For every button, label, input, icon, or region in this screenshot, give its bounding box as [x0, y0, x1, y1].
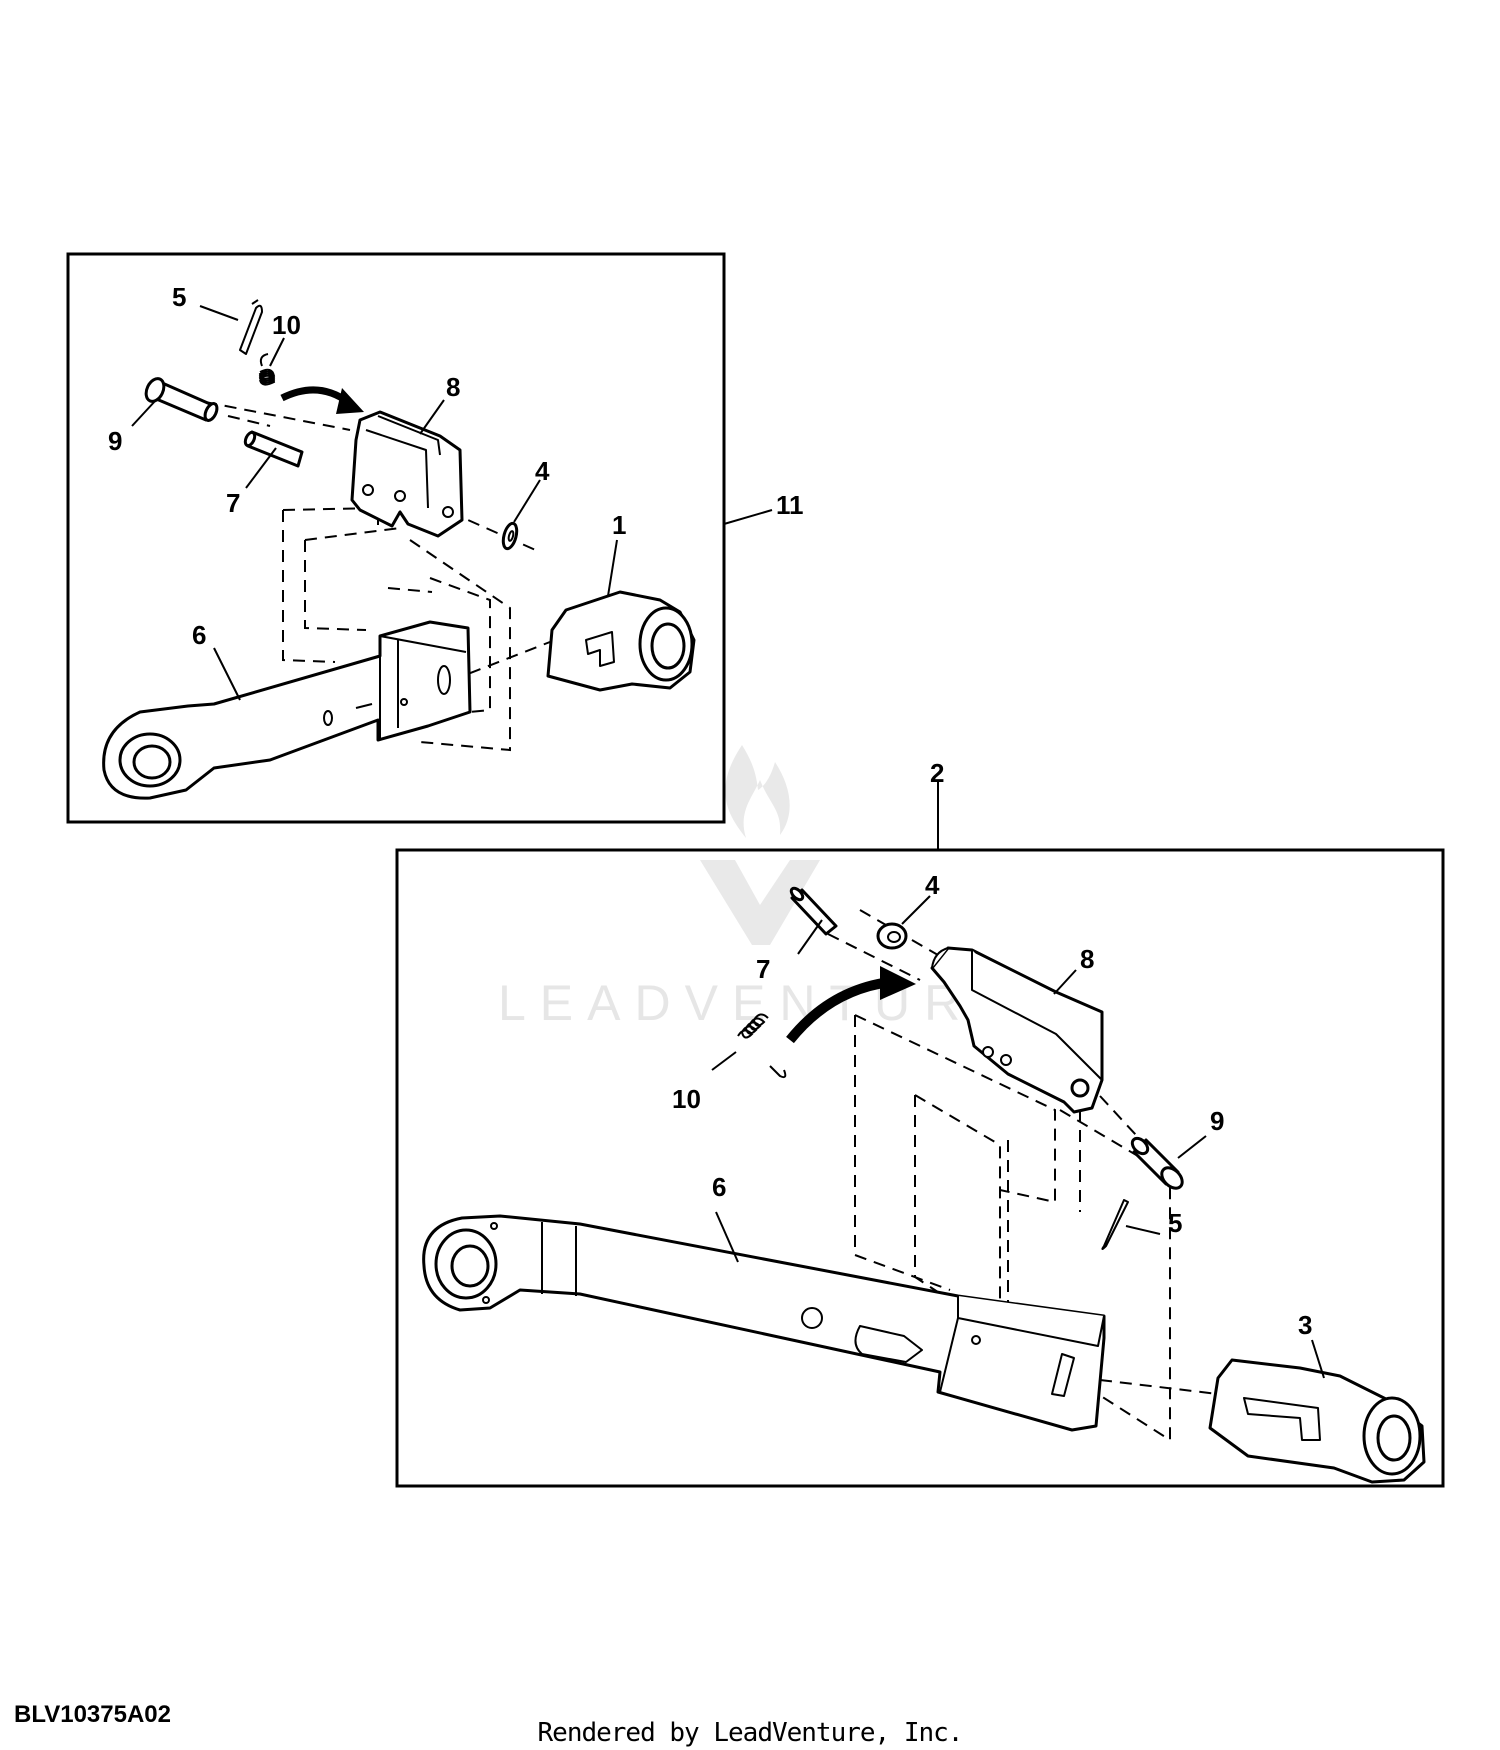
bottom-part-9-pin [1130, 1136, 1184, 1190]
callout-top-10: 10 [272, 310, 301, 340]
bottom-part-8-bracket [930, 946, 1104, 1114]
bottom-part-10-spring [737, 1013, 787, 1079]
top-part-5-cotter-pin [239, 299, 263, 355]
callout-bottom-6: 6 [712, 1172, 726, 1202]
bottom-part-3-end [1208, 1358, 1426, 1484]
top-install-arrow [280, 386, 364, 414]
callout-top-8: 8 [446, 372, 460, 402]
callout-top-9: 9 [108, 426, 122, 456]
callout-bottom-9: 9 [1210, 1106, 1224, 1136]
callout-bottom-8: 8 [1080, 944, 1094, 974]
bottom-part-4-washer [876, 922, 908, 950]
bottom-alignment-lines [827, 909, 1219, 1442]
callout-top-11: 11 [776, 490, 804, 520]
assembly-top: 5 10 8 9 7 4 11 1 6 [66, 252, 804, 824]
assembly-top-frame [66, 252, 726, 824]
callout-top-1: 1 [612, 510, 626, 540]
top-part-8-bracket [350, 410, 464, 538]
callout-top-6: 6 [192, 620, 206, 650]
top-part-1-end [546, 590, 696, 692]
top-part-6-arm [102, 620, 472, 800]
callout-bottom-3: 3 [1298, 1310, 1312, 1340]
callout-top-7: 7 [226, 488, 240, 518]
top-part-7-roll-pin [243, 430, 304, 468]
bottom-leader-lines [711, 895, 1325, 1379]
assembly-bottom-frame [395, 848, 1445, 1488]
callout-bottom-10: 10 [672, 1084, 701, 1114]
bottom-install-arrow [786, 966, 916, 1044]
assembly-bottom: 2 4 7 8 10 9 5 6 3 [395, 758, 1445, 1488]
top-leader-lines [131, 305, 773, 701]
top-part-10-spring [258, 353, 276, 386]
callout-bottom-7: 7 [756, 954, 770, 984]
callout-top-4: 4 [535, 456, 550, 486]
bottom-part-6-arm [422, 1214, 1106, 1432]
callout-bottom-2: 2 [930, 758, 944, 788]
drawing-code: BLV10375A02 [14, 1701, 171, 1728]
bottom-part-5-cotter-pin [1101, 1199, 1129, 1250]
callout-bottom-4: 4 [925, 870, 940, 900]
footer-credit: Rendered by LeadVenture, Inc. [537, 1718, 964, 1748]
callout-top-5: 5 [172, 282, 186, 312]
top-part-4-washer [501, 521, 519, 551]
bottom-part-7-roll-pin [789, 886, 838, 936]
top-part-9-pin [144, 377, 219, 422]
callout-bottom-5: 5 [1168, 1208, 1182, 1238]
